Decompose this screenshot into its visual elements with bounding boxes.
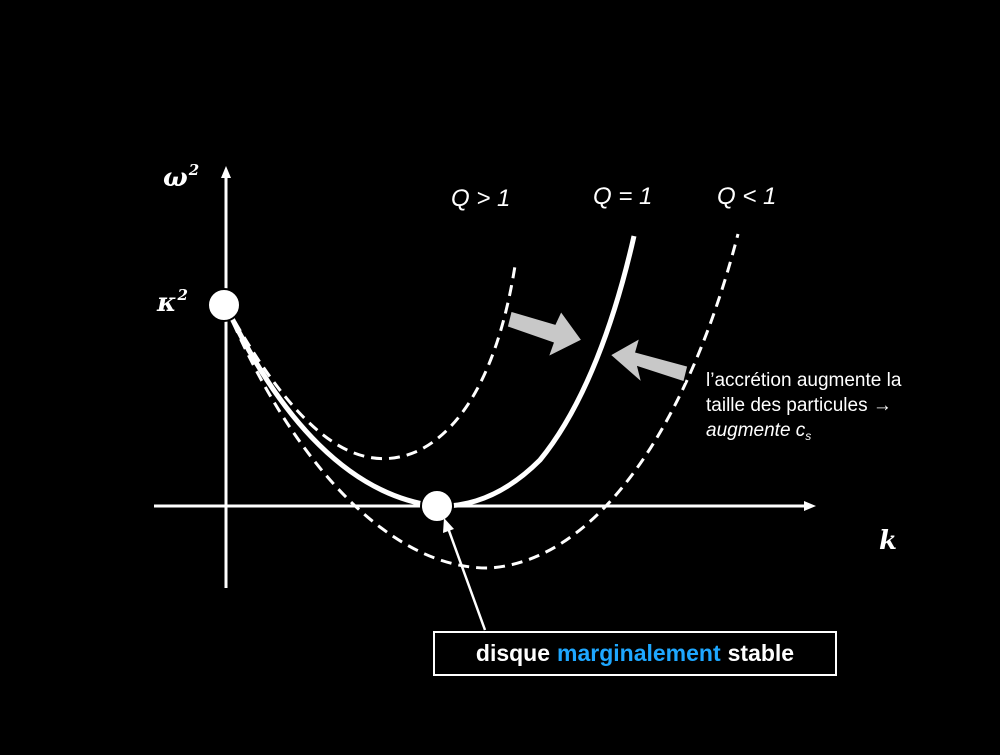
callout-word-before: disque <box>475 640 551 666</box>
intercept-symbol: κ <box>157 288 177 318</box>
y-axis-label: ω2 <box>163 161 200 193</box>
curve-label-q-eq-1: Q = 1 <box>593 183 653 210</box>
y-axis-exponent: 2 <box>188 161 200 179</box>
curve-label-q-gt-1: Q > 1 <box>451 185 511 212</box>
callout-word-after: stable <box>727 640 795 666</box>
annotation-line-1: l’accrétion augmente la <box>706 370 902 391</box>
shift-arrow-left <box>506 309 584 359</box>
annotation-line-3-subscript: s <box>805 429 812 443</box>
curve-q-lt-1 <box>224 233 740 570</box>
shift-arrow-right <box>608 336 689 386</box>
annotation-line-2: taille des particules → <box>706 393 901 418</box>
minimum-point <box>420 489 454 523</box>
x-axis-label: k <box>879 526 898 556</box>
accretion-annotation: l’accrétion augmente la taille des parti… <box>706 368 901 445</box>
annotation-line-3-text: augmente c <box>706 420 806 441</box>
intercept-point <box>207 288 241 322</box>
right-arrow-icon: → <box>872 395 892 416</box>
callout-highlight: marginalement <box>557 640 721 666</box>
annotation-line-2-text: taille des particules <box>706 395 873 416</box>
y-axis-arrowhead <box>221 166 231 178</box>
callout-pointer-head <box>443 518 454 533</box>
curve-q-gt-1 <box>224 265 517 461</box>
curve-q-eq-1 <box>223 235 637 509</box>
intercept-label: κ2 <box>157 286 188 318</box>
annotation-line-3: augmente cs <box>706 418 901 445</box>
curve-label-q-lt-1: Q < 1 <box>717 183 777 210</box>
y-axis-symbol: ω <box>163 163 188 193</box>
intercept-exponent: 2 <box>177 286 188 304</box>
callout-pointer-line <box>446 527 487 631</box>
x-axis-arrowhead <box>804 501 816 511</box>
